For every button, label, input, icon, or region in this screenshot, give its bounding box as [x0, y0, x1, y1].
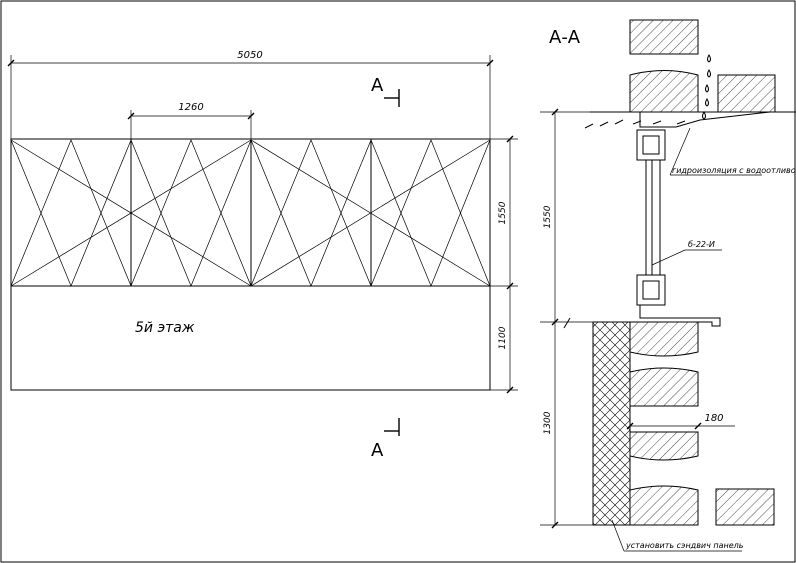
facade-elevation: 5050 1260 5й: [7, 50, 518, 461]
masonry-block: [715, 488, 775, 526]
lower-panel: [10, 285, 491, 391]
note-waterproofing: гидроизоляция с водоотливом: [669, 127, 796, 176]
dim-window-height: 1550: [498, 201, 508, 224]
sandwich-panel: [592, 321, 631, 526]
dim-lower-height: 1100: [498, 326, 508, 349]
svg-text:А: А: [371, 75, 384, 96]
masonry-block: [629, 70, 699, 113]
masonry-block: [717, 74, 776, 113]
dim-wall-thickness: 180: [704, 413, 723, 424]
window-profile: [636, 129, 721, 327]
dim-section-lower-height: 1300: [543, 411, 553, 434]
masonry-block: [629, 19, 699, 55]
masonry-block: [629, 485, 699, 526]
svg-text:б-22-И: б-22-И: [688, 240, 715, 249]
note-sandwich-panel: установить сэндвич панель: [611, 519, 744, 552]
dim-module-width: 1260: [178, 102, 203, 113]
water-drops: [584, 54, 711, 129]
section-marker-top: А: [371, 75, 400, 107]
svg-text:установить сэндвич панель: установить сэндвич панель: [625, 541, 744, 550]
section-marker-bottom: А: [371, 418, 400, 461]
svg-text:гидроизоляция с водоотливом: гидроизоляция с водоотливом: [672, 166, 796, 175]
section-title: А-А: [549, 27, 581, 48]
svg-text:А: А: [371, 440, 384, 461]
masonry-block: [629, 321, 699, 357]
dim-section-window-height: 1550: [543, 205, 553, 228]
dim-total-width: 5050: [237, 50, 262, 61]
floor-label: 5й этаж: [135, 320, 195, 336]
section-a-a: А-А: [540, 19, 796, 552]
masonry-block: [629, 431, 699, 461]
masonry-block: [629, 367, 699, 407]
note-profile: б-22-И: [651, 240, 722, 266]
